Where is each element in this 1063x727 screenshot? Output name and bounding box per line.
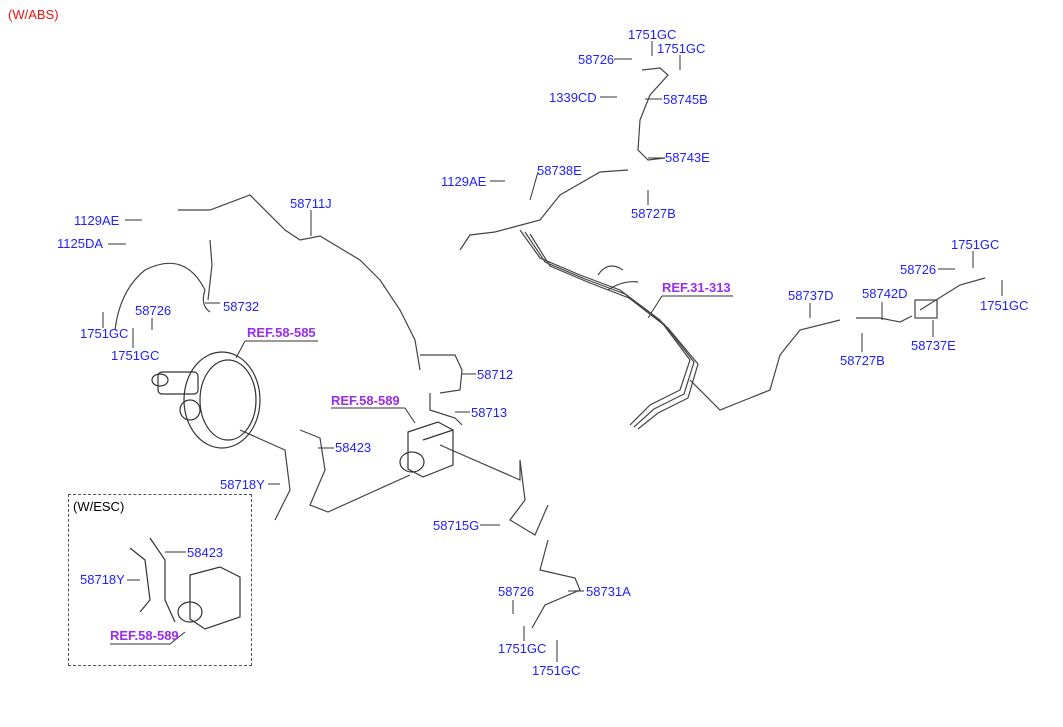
part-label[interactable]: 58423 [187, 545, 224, 560]
part-label[interactable]: 58718Y [80, 572, 125, 587]
part-label[interactable]: 58737D [788, 288, 834, 303]
part-label[interactable]: 1125DA [57, 236, 104, 251]
part-label[interactable]: 58713 [471, 405, 508, 420]
ref-link[interactable]: REF.31-313 [662, 280, 731, 295]
part-label[interactable]: 58718Y [220, 477, 265, 492]
diagram-title: (W/ABS) [8, 7, 59, 22]
part-label[interactable]: 1751GC [111, 348, 160, 363]
part-label[interactable]: 58731A [586, 584, 631, 599]
part-label[interactable]: 1751GC [80, 326, 129, 341]
part-label[interactable]: 1129AE [441, 174, 487, 189]
ref-link[interactable]: REF.58-585 [247, 325, 316, 340]
front-pipes [114, 194, 581, 629]
part-label[interactable]: 58732 [223, 299, 260, 314]
part-label[interactable]: 58738E [537, 163, 582, 178]
leader-lines [102, 41, 1003, 662]
esc-inset-box [68, 494, 252, 666]
part-label[interactable]: 1751GC [951, 237, 1000, 252]
abs-module [399, 421, 454, 478]
part-label[interactable]: 1339CD [549, 90, 597, 105]
part-label[interactable]: 58743E [665, 150, 710, 165]
rear-pipes [459, 67, 986, 430]
ref-link[interactable]: REF.58-589 [110, 628, 179, 643]
part-label[interactable]: 1751GC [532, 663, 581, 678]
part-label[interactable]: 58727B [840, 353, 885, 368]
esc-abs-module [129, 537, 241, 630]
part-label[interactable]: 58423 [335, 440, 372, 455]
part-label[interactable]: 58712 [477, 367, 514, 382]
ref-link[interactable]: REF.58-589 [331, 393, 400, 408]
part-label[interactable]: 1751GC [498, 641, 547, 656]
part-label[interactable]: 58711J [290, 196, 332, 211]
part-label[interactable]: 1751GC [980, 298, 1029, 313]
part-label[interactable]: 58727B [631, 206, 676, 221]
part-label[interactable]: 1751GC [628, 27, 677, 42]
part-label[interactable]: 58726 [135, 303, 172, 318]
part-label[interactable]: 58715G [433, 518, 480, 533]
part-label[interactable]: 58742D [862, 286, 908, 301]
part-label[interactable]: 58726 [900, 262, 937, 277]
part-label[interactable]: 58726 [578, 52, 615, 67]
part-label[interactable]: 58726 [498, 584, 535, 599]
part-label[interactable]: 58737E [911, 338, 956, 353]
part-label[interactable]: 1751GC [657, 41, 706, 56]
part-label[interactable]: 1129AE [74, 213, 120, 228]
esc-note: (W/ESC) [73, 499, 125, 514]
part-label[interactable]: 58745B [663, 92, 708, 107]
brake-booster [151, 351, 261, 449]
